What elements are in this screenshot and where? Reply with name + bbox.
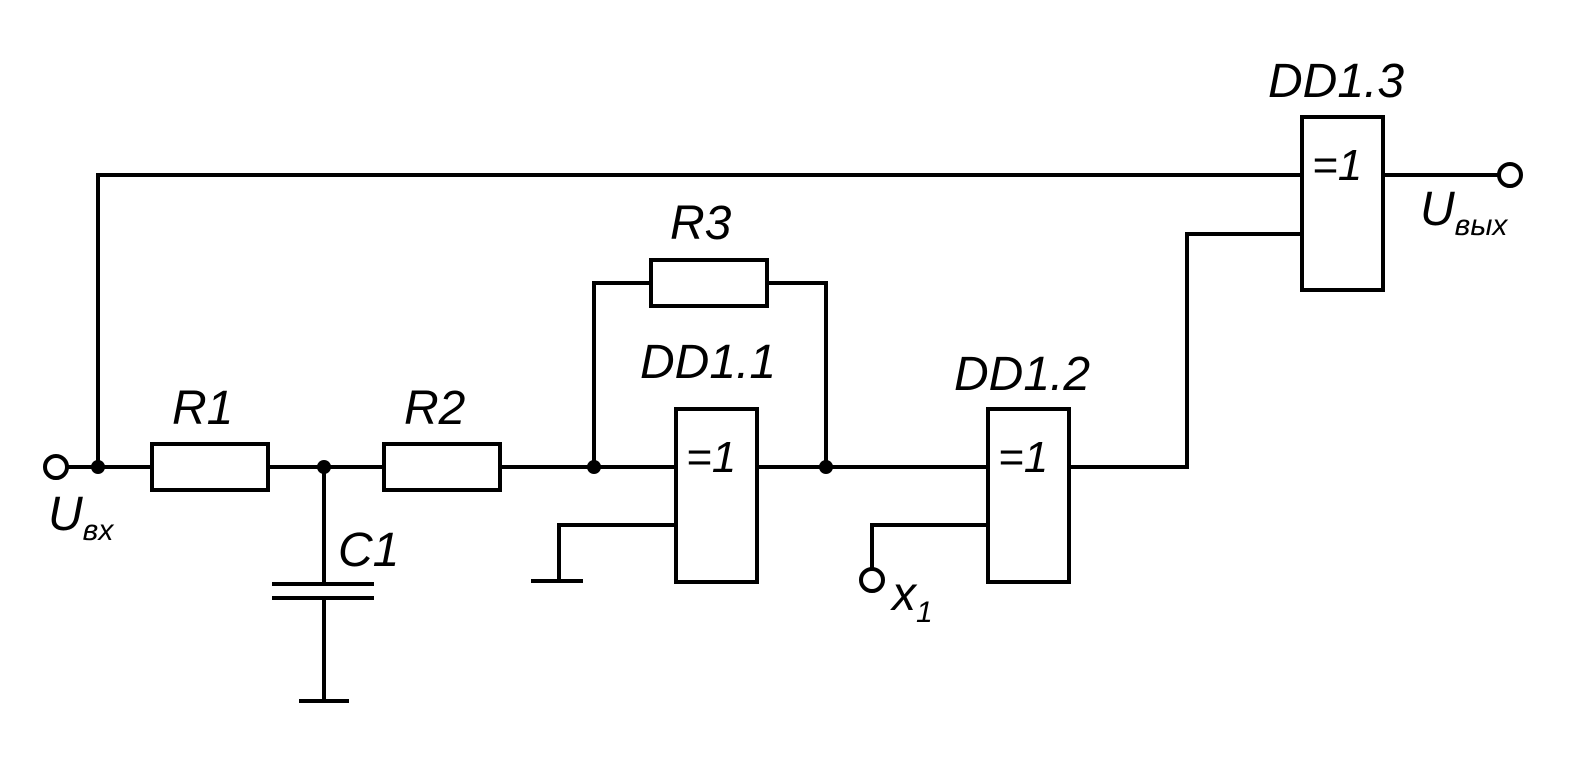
junction-r1-r2 xyxy=(317,460,331,474)
gate-dd11 xyxy=(674,407,759,584)
label-output-sub: вых xyxy=(1455,209,1509,242)
gate-dd13 xyxy=(1300,115,1385,292)
terminal-x1 xyxy=(859,567,885,593)
symbol-dd12: =1 xyxy=(998,433,1048,482)
wire-r3-right xyxy=(765,281,828,469)
wires xyxy=(64,173,1502,703)
label-dd13: DD1.3 xyxy=(1268,55,1404,108)
terminal-input xyxy=(43,454,69,480)
label-r2: R2 xyxy=(404,382,465,435)
symbol-dd11: =1 xyxy=(686,433,736,482)
label-r1: R1 xyxy=(172,382,233,435)
label-output: Uвых xyxy=(1420,183,1508,242)
label-dd12: DD1.2 xyxy=(954,348,1090,401)
wire-x1-to-dd12 xyxy=(870,523,990,572)
resistor-r3 xyxy=(649,258,769,308)
label-x1: x1 xyxy=(890,568,933,629)
junction-r3-right xyxy=(819,460,833,474)
gate-dd12 xyxy=(986,407,1071,584)
label-output-main: U xyxy=(1420,183,1455,236)
label-x1-main: x xyxy=(890,568,918,621)
wire-r3-left xyxy=(592,281,653,469)
wire-dd11-in2-ground xyxy=(557,523,678,583)
label-input-main: U xyxy=(48,488,83,541)
capacitor-c1 xyxy=(272,582,374,600)
junction-r3-left xyxy=(587,460,601,474)
symbol-dd13: =1 xyxy=(1312,141,1362,190)
label-c1: C1 xyxy=(338,524,399,577)
label-input-sub: вх xyxy=(83,514,115,547)
wire-dd12-to-dd13 xyxy=(1067,232,1304,469)
junction-input xyxy=(91,460,105,474)
label-r3: R3 xyxy=(670,197,732,250)
resistor-r1 xyxy=(150,442,270,492)
label-dd11: DD1.1 xyxy=(640,336,776,389)
terminal-output xyxy=(1497,162,1523,188)
resistor-r2 xyxy=(382,442,502,492)
label-x1-sub: 1 xyxy=(916,596,933,629)
label-input: Uвх xyxy=(48,488,114,547)
